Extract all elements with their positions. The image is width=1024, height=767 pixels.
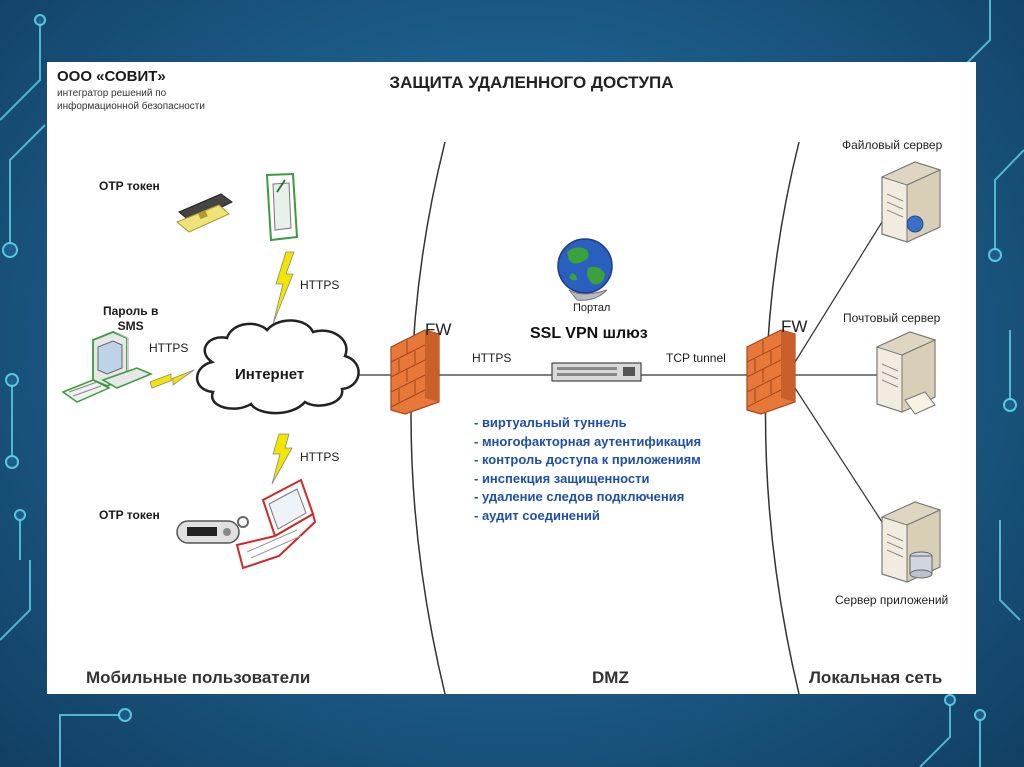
network-diagram — [61, 141, 942, 694]
feature-item: - контроль доступа к приложениям — [474, 452, 701, 467]
zone-mobile-users: Мобильные пользователи — [86, 668, 311, 687]
feature-item: - многофакторная аутентификация — [474, 433, 702, 449]
sms-label-line-1: Пароль в — [103, 304, 159, 318]
mail-server-label: Почтовый сервер — [843, 311, 941, 325]
firewall-left-icon — [390, 329, 440, 415]
otp-token-top-label: OTP токен — [99, 179, 160, 193]
otp-card-token-icon — [176, 193, 233, 233]
mail-server-icon — [875, 331, 937, 415]
fw-right-label: FW — [781, 317, 808, 336]
feature-item: - виртуальный туннель — [474, 415, 627, 430]
zone-local-network: Локальная сеть — [809, 668, 943, 687]
zone-dmz: DMZ — [592, 668, 629, 687]
app-server-icon — [880, 501, 942, 583]
diagram-slide: ООО «СОВИТ» интегратор решений по информ… — [47, 62, 976, 694]
file-server-icon — [880, 161, 942, 243]
company-name: ООО «СОВИТ» — [57, 68, 166, 85]
diagram-title: ЗАЩИТА УДАЛЕННОГО ДОСТУПА — [389, 73, 674, 92]
tagline-line-2: информационной безопасности — [57, 101, 205, 112]
fw-left-label: FW — [425, 320, 452, 339]
sms-password-label: Пароль в SMS — [103, 304, 158, 334]
internet-label: Интернет — [235, 366, 305, 383]
https-bottom-label: HTTPS — [300, 450, 340, 464]
laptop-icon — [235, 478, 317, 570]
https-gateway-label: HTTPS — [472, 351, 512, 365]
otp-token-bottom-label: OTP токен — [99, 508, 160, 522]
vpn-gateway-icon — [551, 362, 642, 382]
dmz-left-boundary — [410, 141, 446, 694]
lightning-icon — [149, 251, 295, 485]
company-tagline: интегратор решений по информационной без… — [57, 87, 237, 113]
feature-item: - аудит соединений — [474, 507, 600, 523]
fw-to-file-server-line — [794, 221, 883, 363]
https-top-label: HTTPS — [300, 278, 340, 292]
portal-globe-icon — [557, 238, 613, 301]
gateway-features-list: - виртуальный туннель - многофакторная а… — [474, 414, 701, 525]
pda-icon — [265, 172, 299, 242]
https-left-label: HTTPS — [149, 341, 189, 355]
app-server-label: Сервер приложений — [835, 593, 949, 607]
tagline-line-1: интегратор решений по — [57, 88, 167, 99]
tcp-tunnel-label: TCP tunnel — [666, 351, 726, 365]
vpn-gateway-label: SSL VPN шлюз — [530, 325, 648, 342]
feature-item: - удаление следов подключения — [474, 489, 685, 504]
firewall-right-icon — [746, 329, 796, 415]
sms-label-line-2: SMS — [117, 319, 144, 333]
desktop-computer-icon — [61, 331, 153, 403]
portal-label: Портал — [573, 302, 611, 314]
file-server-label: Файловый сервер — [842, 138, 943, 152]
feature-item: - инспекция защищенности — [474, 470, 650, 486]
dmz-right-boundary — [764, 141, 800, 694]
otp-keyfob-icon — [176, 516, 249, 544]
internet-cloud-icon — [196, 319, 360, 415]
fw-to-app-server-line — [794, 387, 883, 523]
